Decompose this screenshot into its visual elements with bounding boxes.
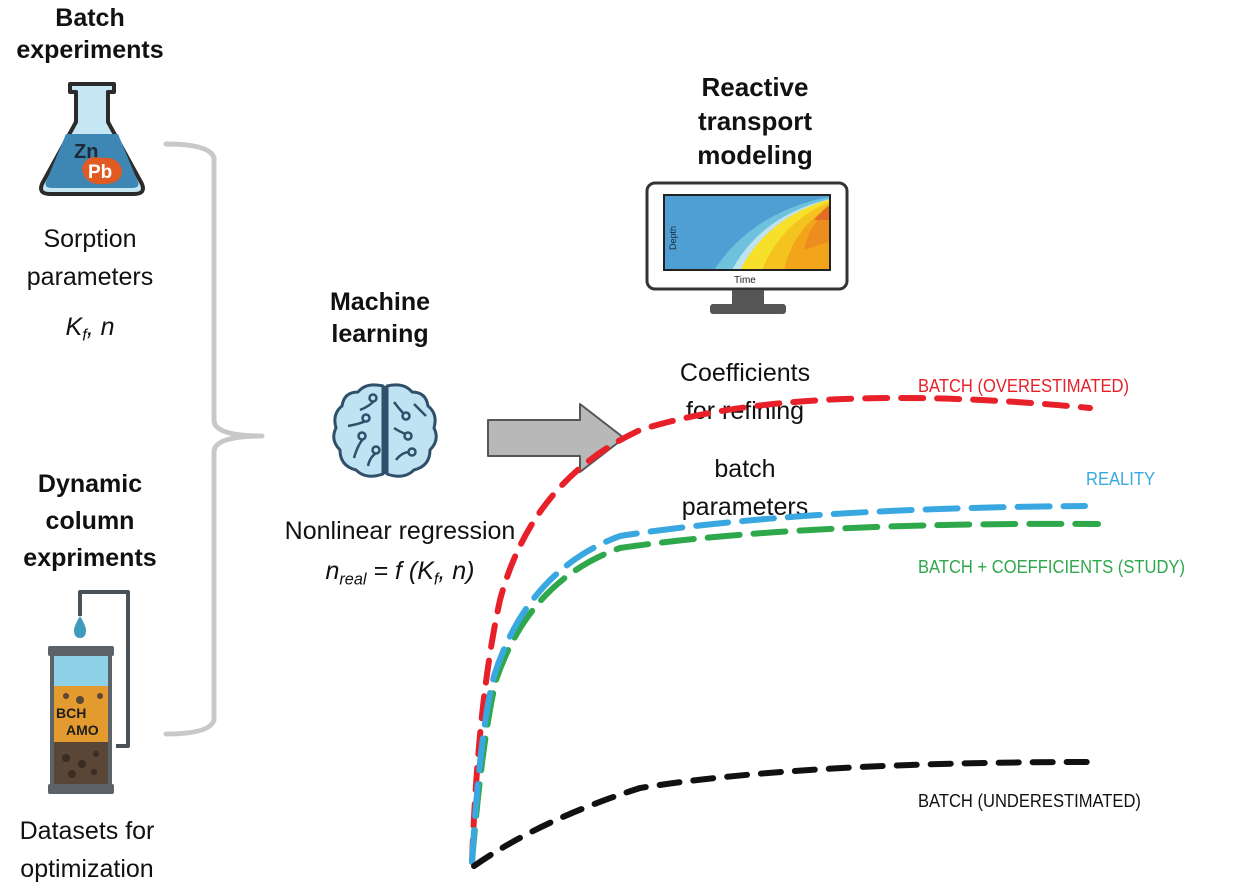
- monitor-icon: Depth Time: [645, 181, 849, 314]
- label-reality: REALITY: [1086, 469, 1156, 489]
- sorption-params-symbols: Kf, n: [65, 313, 115, 345]
- curve-overestimated: [469, 394, 1093, 865]
- soil-column-icon: BCH AMO: [48, 590, 130, 794]
- reactive-transport-title: Reactive transport modeling: [697, 72, 813, 170]
- curve-underestimated: [471, 759, 1095, 869]
- batch-experiments-title: Batch experiments: [16, 4, 164, 64]
- flask-icon: Zn Pb: [39, 82, 145, 196]
- label-underestimated: BATCH (UNDERESTIMATED): [918, 791, 1141, 811]
- column-label-amo: AMO: [66, 722, 99, 738]
- monitor-depth-label: Depth: [668, 226, 678, 250]
- right-arrow: [487, 403, 625, 473]
- flask-label-pb: Pb: [88, 162, 112, 183]
- nonlinear-regression-text: Nonlinear regression: [284, 517, 516, 545]
- sorption-parameters-text: Sorption parameters: [26, 225, 154, 291]
- column-experiments-title: Dynamic column expriments: [23, 470, 157, 572]
- column-label-bch: BCH: [56, 705, 86, 721]
- label-study: BATCH + COEFFICIENTS (STUDY): [918, 557, 1185, 577]
- regression-formula: nreal = f (Kf, n): [325, 557, 475, 589]
- brain-circuit-icon: [332, 383, 438, 478]
- label-overestimated: BATCH (OVERESTIMATED): [918, 376, 1129, 396]
- machine-learning-title: Machine learning: [329, 288, 431, 348]
- curve-reality: [469, 503, 1088, 865]
- monitor-time-label: Time: [734, 275, 756, 286]
- datasets-for-optimization-text: Datasets for optimization: [19, 817, 155, 883]
- water-drop-icon: [74, 616, 86, 638]
